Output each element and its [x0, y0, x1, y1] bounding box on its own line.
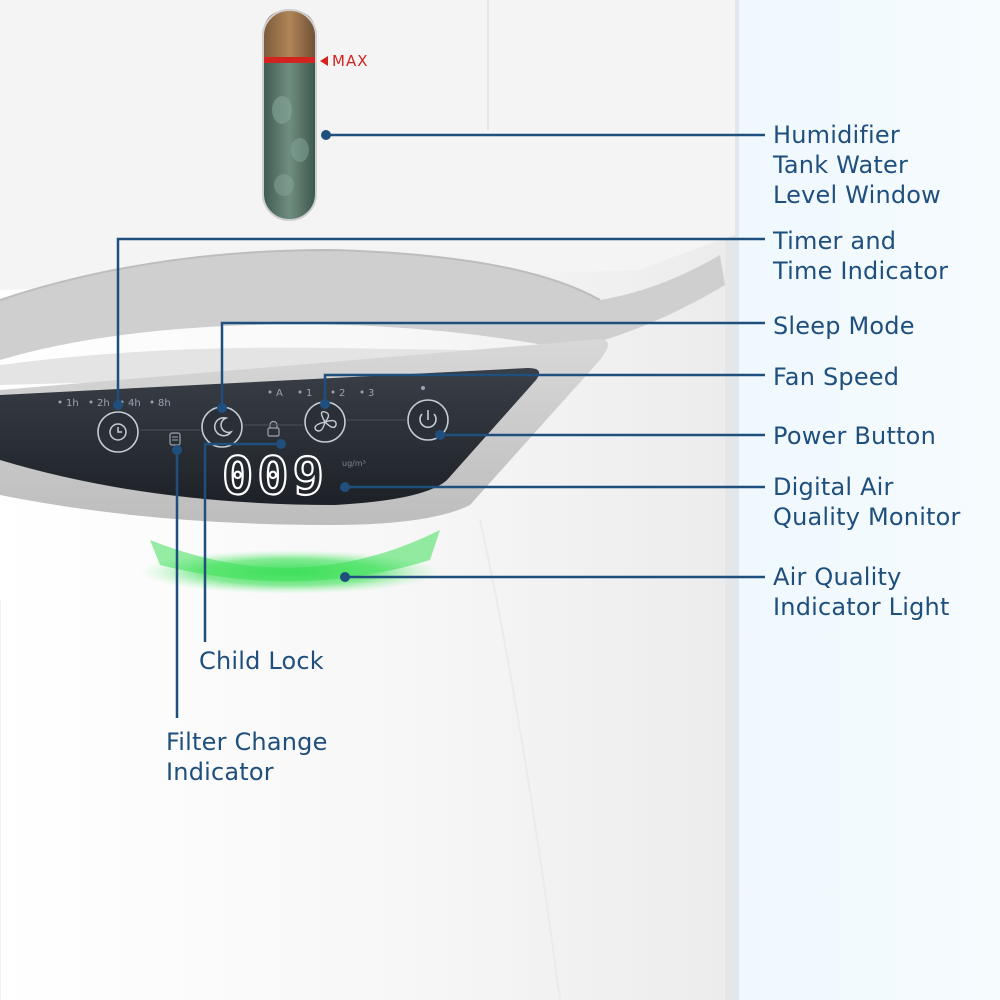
callout-filter-change: Filter Change Indicator [166, 728, 328, 786]
tank-window [262, 9, 317, 221]
callout-child-lock: Child Lock [199, 647, 324, 675]
timer-option-label: 1h [66, 398, 79, 409]
fan-option-label: 3 [368, 388, 374, 399]
timer-option-label: 4h [128, 398, 141, 409]
timer-button [97, 411, 139, 453]
timer-option-label: 2h [97, 398, 110, 409]
max-marker-label: MAX [332, 52, 368, 70]
timer-option-dot [89, 400, 93, 404]
timer-options: 1h 2h 4h 8h [58, 398, 171, 409]
callout-tank-window: Humidifier Tank Water Level Window [773, 121, 942, 209]
timer-option-dot [150, 400, 154, 404]
fan-option-dot [268, 390, 272, 394]
callout-power-button: Power Button [773, 422, 936, 450]
callout-sleep-mode: Sleep Mode [773, 312, 915, 340]
callout-air-quality-light: Air Quality Indicator Light [773, 563, 950, 621]
fan-option-dot [331, 390, 335, 394]
power-button [407, 399, 449, 441]
fan-options: A 1 2 3 [268, 388, 374, 399]
air-quality-display-unit: ug/m³ [342, 459, 366, 468]
callout-fan-speed: Fan Speed [773, 363, 900, 391]
timer-option-label: 8h [158, 398, 171, 409]
callout-timer: Timer and Time Indicator [773, 227, 949, 285]
timer-option-dot [58, 400, 62, 404]
callout-air-quality-monitor: Digital Air Quality Monitor [773, 473, 961, 531]
fan-option-label: 2 [339, 388, 345, 399]
air-quality-display-digits: 009 [222, 447, 328, 507]
fan-option-dot [360, 390, 364, 394]
fan-option-dot [298, 390, 302, 394]
filter-indicator [169, 432, 181, 446]
fan-option-label: A [276, 388, 283, 399]
fan-option-label: 1 [306, 388, 312, 399]
